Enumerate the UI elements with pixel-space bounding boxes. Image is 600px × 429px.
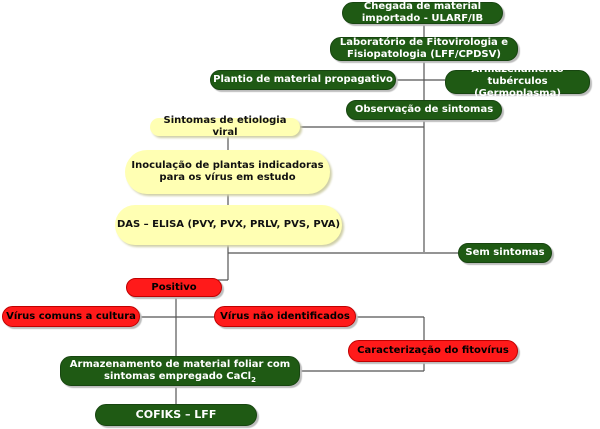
- node-laboratorio: Laboratório de Fitovirologia e Fisiopato…: [330, 37, 518, 61]
- node-sintomas-viral: Sintomas de etiologia viral: [150, 115, 300, 138]
- node-inoculacao: Inoculação de plantas indicadoras para o…: [125, 150, 330, 194]
- node-armazenamento-foliar: Armazenamento de material foliar com sin…: [60, 356, 300, 386]
- node-das-elisa: DAS – ELISA (PVY, PVX, PRLV, PVS, PVA): [115, 205, 342, 245]
- node-chegada: Chegada de material importado - ULARF/IB: [342, 1, 503, 24]
- node-virus-nao-identificados: Vírus não identificados: [214, 306, 356, 327]
- armazenamento-foliar-text: Armazenamento de material foliar com sin…: [69, 359, 291, 384]
- node-positivo: Positivo: [126, 278, 222, 297]
- node-caracterizacao: Caracterização do fitovírus: [348, 340, 518, 362]
- node-cofiks: COFIKS – LFF: [95, 404, 257, 426]
- node-plantio: Plantio de material propagativo: [210, 70, 396, 90]
- node-sem-sintomas: Sem sintomas: [458, 243, 552, 263]
- node-observacao: Observação de sintomas: [346, 100, 502, 120]
- node-virus-comuns: Vírus comuns a cultura: [2, 306, 140, 327]
- node-armazenamento-tuberculos: Armazenamento tubérculos (Germoplasma): [445, 64, 590, 99]
